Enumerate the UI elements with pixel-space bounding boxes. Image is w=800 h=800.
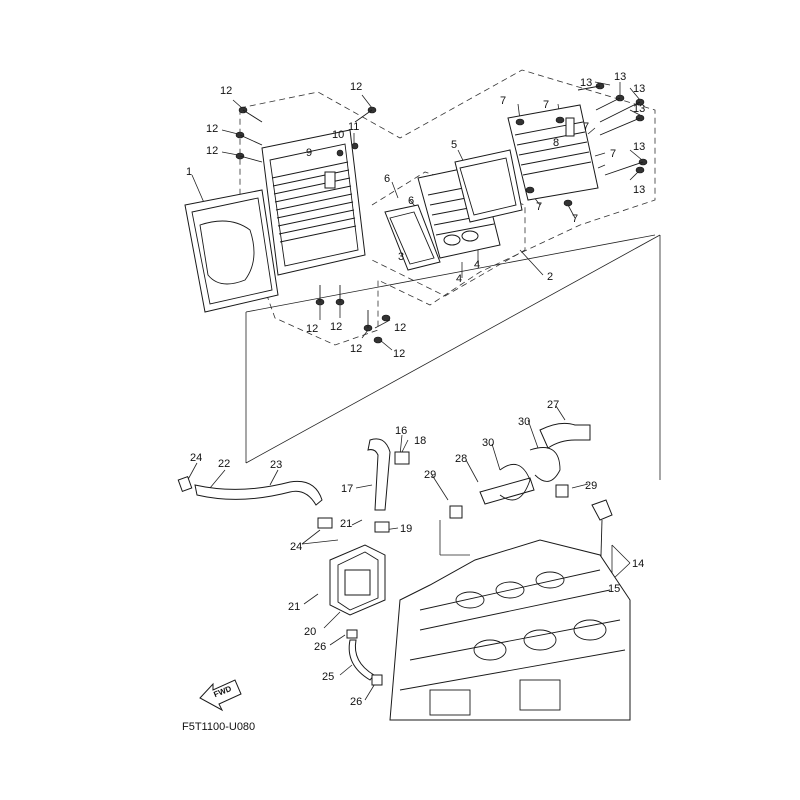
callout-13: 13 xyxy=(580,77,592,89)
callout-12: 12 xyxy=(393,348,405,360)
callout-26: 26 xyxy=(350,696,362,708)
callout-8: 8 xyxy=(553,137,559,149)
callout-4: 4 xyxy=(456,273,462,285)
callout-30: 30 xyxy=(518,416,530,428)
callout-12: 12 xyxy=(206,145,218,157)
callout-29: 29 xyxy=(424,469,436,481)
callout-16: 16 xyxy=(395,425,407,437)
callout-6: 6 xyxy=(384,173,390,185)
callout-28: 28 xyxy=(455,453,467,465)
callout-13: 13 xyxy=(633,103,645,115)
callout-12: 12 xyxy=(350,81,362,93)
callout-13: 13 xyxy=(614,71,626,83)
callout-2: 2 xyxy=(547,271,553,283)
callout-12: 12 xyxy=(220,85,232,97)
callout-15: 15 xyxy=(608,583,620,595)
callout-7: 7 xyxy=(610,148,616,160)
callout-22: 22 xyxy=(218,458,230,470)
engine-block xyxy=(389,539,631,721)
callout-12: 12 xyxy=(330,321,342,333)
callout-4: 4 xyxy=(474,259,480,271)
callout-7: 7 xyxy=(543,99,549,111)
callout-13: 13 xyxy=(633,184,645,196)
callout-30: 30 xyxy=(482,437,494,449)
callout-29: 29 xyxy=(585,480,597,492)
callout-14: 14 xyxy=(632,558,644,570)
callout-17: 17 xyxy=(341,483,353,495)
drawing-code: F5T1100-U080 xyxy=(182,721,255,733)
breather-assembly xyxy=(449,422,591,519)
callout-12: 12 xyxy=(350,343,362,355)
callout-24: 24 xyxy=(190,452,202,464)
bolts xyxy=(235,82,648,344)
callout-11: 11 xyxy=(348,121,359,133)
callout-7: 7 xyxy=(500,95,506,107)
callout-25: 25 xyxy=(322,671,334,683)
callout-13: 13 xyxy=(633,83,645,95)
callout-27: 27 xyxy=(547,399,559,411)
callout-9: 9 xyxy=(306,147,312,159)
cover-assembly xyxy=(261,129,366,276)
rear-plate-assembly xyxy=(507,104,599,201)
callout-19: 19 xyxy=(400,523,412,535)
callout-24: 24 xyxy=(290,541,302,553)
gasket-part-3 xyxy=(384,204,441,271)
callout-3: 3 xyxy=(398,251,404,263)
callout-23: 23 xyxy=(270,459,282,471)
gasket-part-5 xyxy=(454,149,523,223)
callout-20: 20 xyxy=(304,626,316,638)
fwd-arrow-icon: FWD xyxy=(199,679,242,712)
callout-6: 6 xyxy=(408,195,414,207)
hose-part-25 xyxy=(346,629,383,686)
callout-18: 18 xyxy=(414,435,426,447)
callout-labels: 1 2 3 4 4 5 6 6 7 7 7 7 7 7 8 9 10 11 12… xyxy=(186,71,645,708)
callout-21: 21 xyxy=(340,518,352,530)
callout-7: 7 xyxy=(536,201,542,213)
callout-5: 5 xyxy=(451,139,457,151)
callout-12: 12 xyxy=(306,323,318,335)
callout-12: 12 xyxy=(394,322,406,334)
callout-21: 21 xyxy=(288,601,300,613)
gasket-part-1 xyxy=(184,189,279,313)
callout-26: 26 xyxy=(314,641,326,653)
callout-10: 10 xyxy=(332,129,344,141)
separator-part-20 xyxy=(329,544,386,616)
callout-7: 7 xyxy=(572,213,578,225)
callout-1: 1 xyxy=(186,166,192,178)
hose-part-17 xyxy=(367,438,410,533)
callout-7: 7 xyxy=(583,121,589,133)
callout-13: 13 xyxy=(633,141,645,153)
hose-assembly xyxy=(177,476,333,529)
dashed-group-outlines xyxy=(239,69,656,346)
callout-12: 12 xyxy=(206,123,218,135)
